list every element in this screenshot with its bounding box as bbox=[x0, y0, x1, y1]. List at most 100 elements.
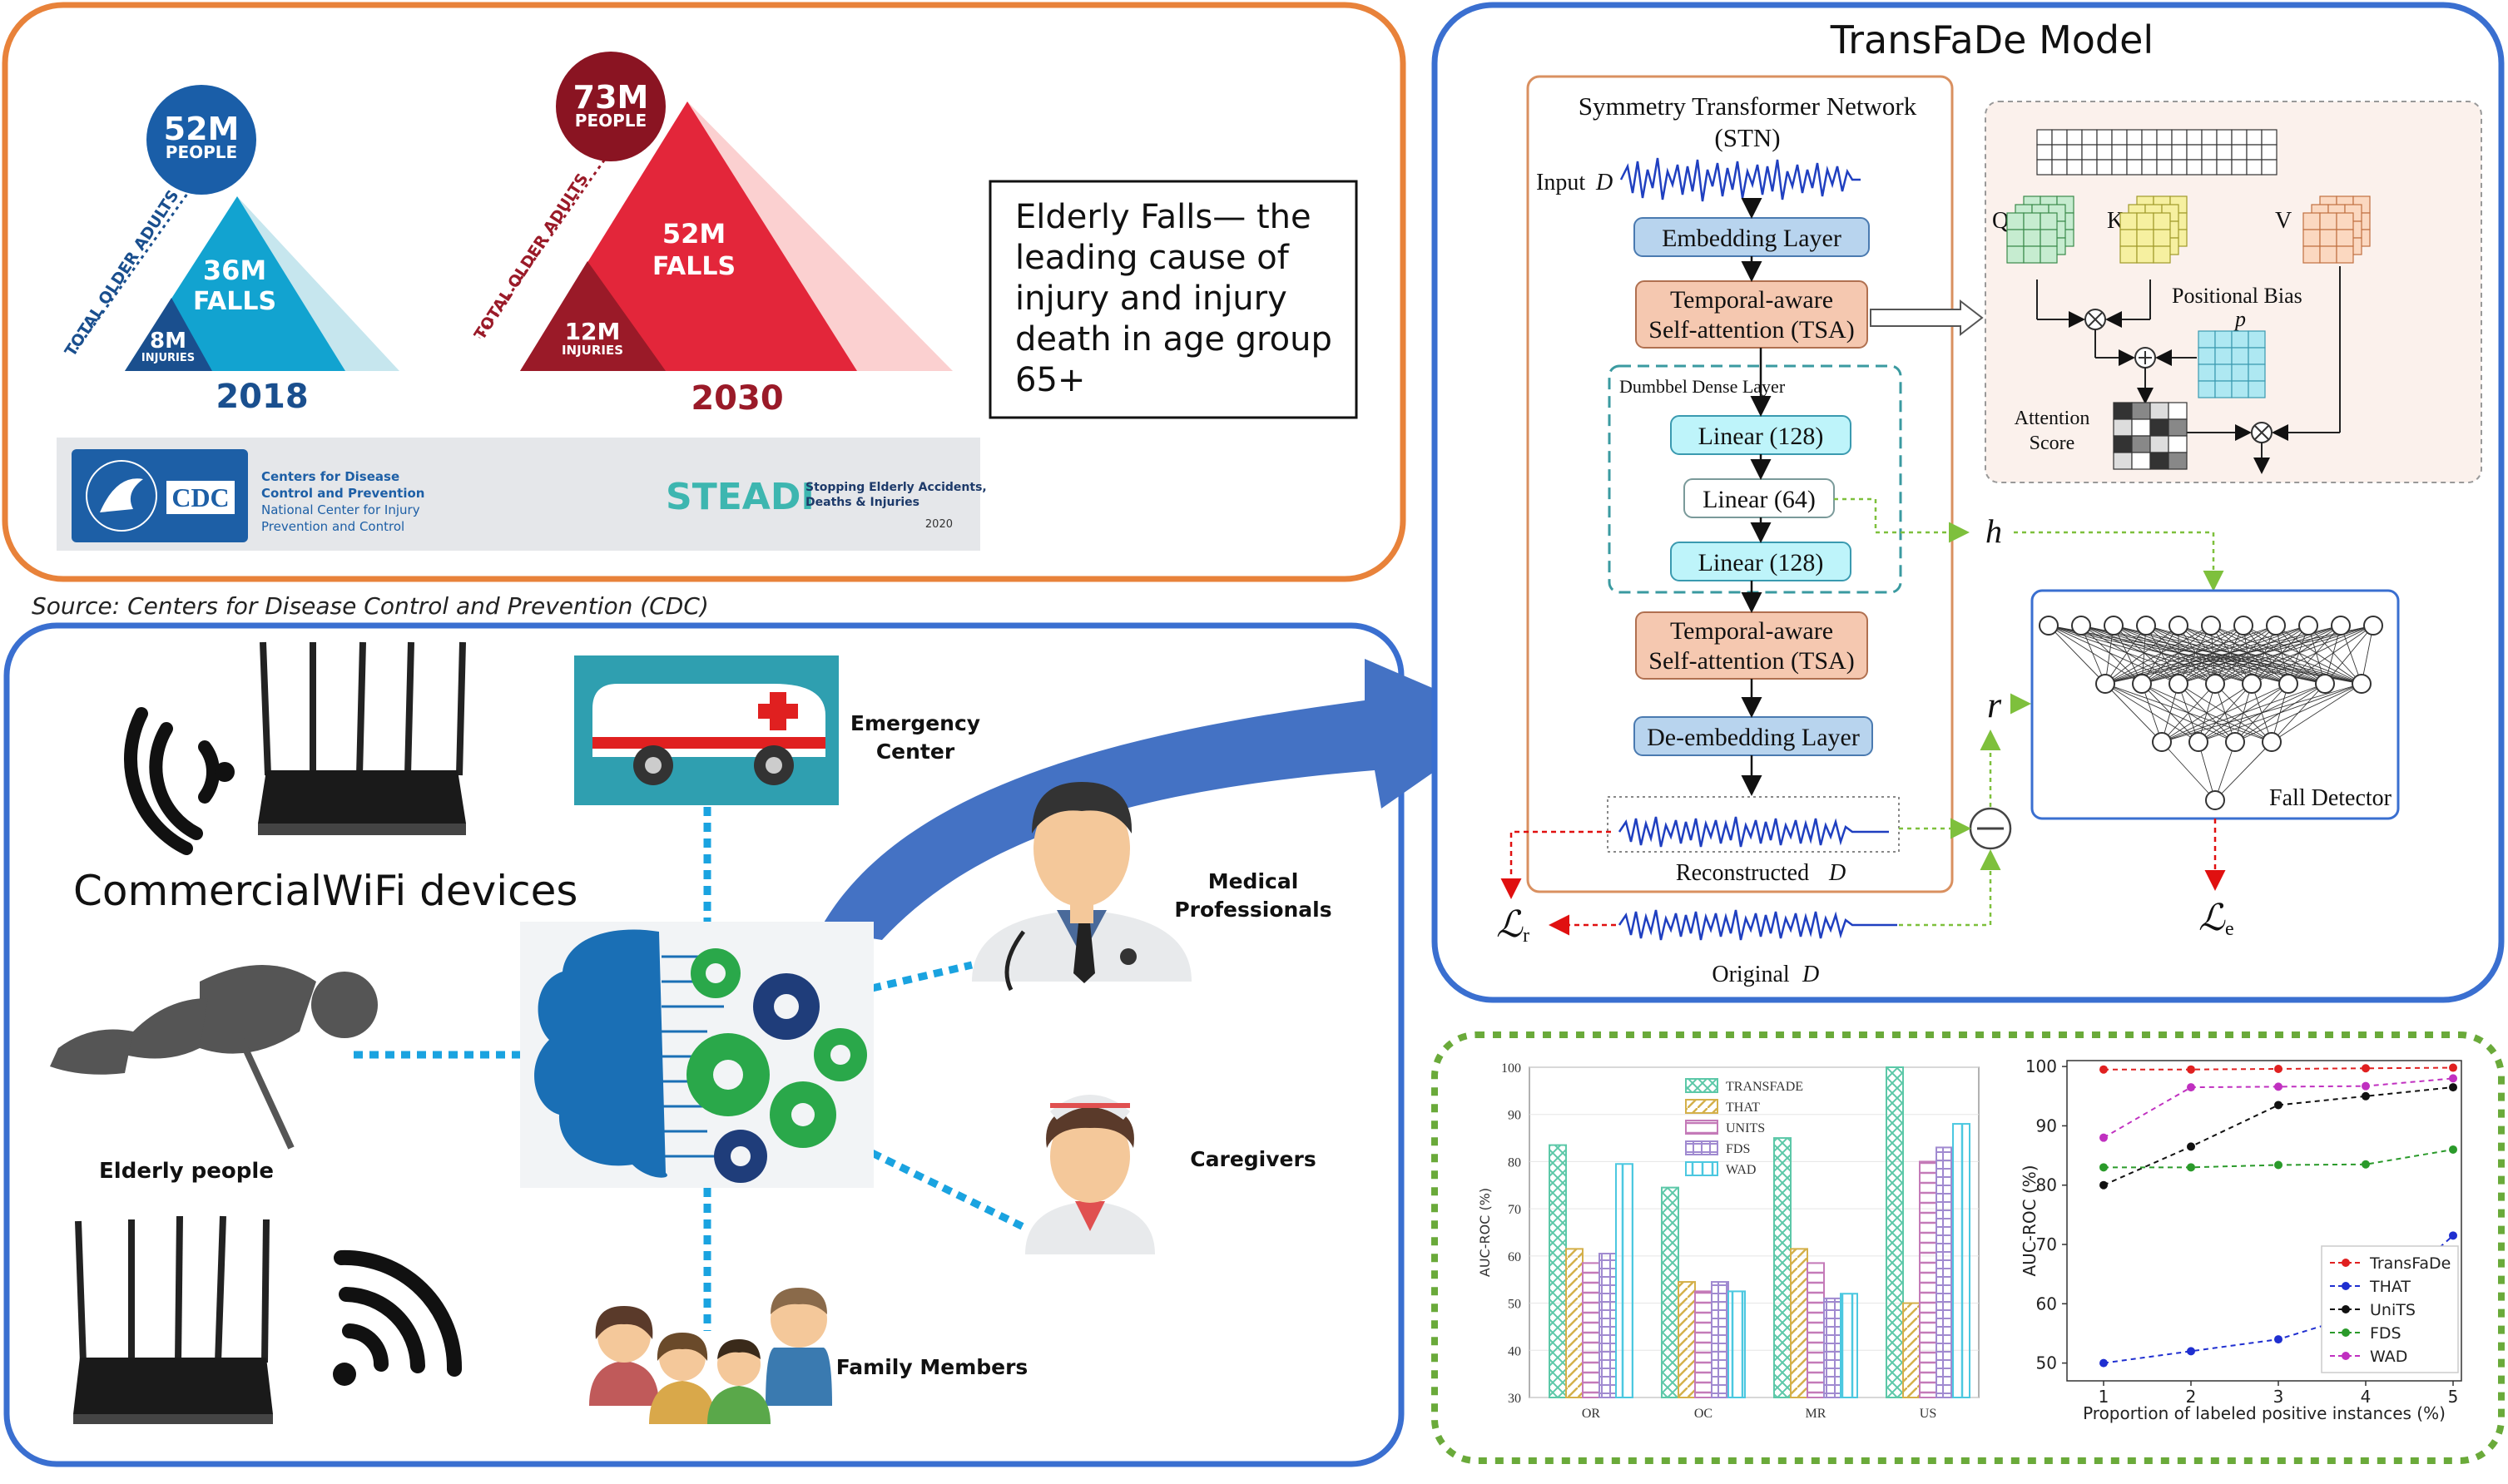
nn-node bbox=[2039, 616, 2059, 636]
reconstructed-label: Reconstructed bbox=[1676, 860, 1809, 886]
nn-edge bbox=[2287, 625, 2374, 685]
callout-line-1: Elderly Falls— the bbox=[1015, 198, 1311, 236]
callout-line-2: leading cause of bbox=[1015, 239, 1290, 277]
stn-title: Symmetry Transformer Network bbox=[1579, 92, 1917, 121]
callout-line-5: 65+ bbox=[1015, 361, 1085, 399]
y-tick-label: 80 bbox=[1508, 1155, 1521, 1170]
medical-label-1: Medical bbox=[1208, 869, 1299, 893]
router-icon-bottom bbox=[73, 1215, 273, 1424]
nn-edge bbox=[2141, 625, 2244, 685]
injuries-count-2018: 8M bbox=[150, 329, 186, 354]
nn-edge bbox=[2178, 625, 2216, 685]
data-point bbox=[2362, 1160, 2370, 1169]
people-unit-2030: PEOPLE bbox=[575, 111, 647, 131]
grid-cell bbox=[2111, 129, 2128, 146]
grid-cell bbox=[2141, 144, 2158, 161]
cdc-name-2: Control and Prevention bbox=[261, 486, 424, 501]
positional-bias-label: Positional Bias bbox=[2172, 284, 2302, 308]
h-symbol: h bbox=[1985, 512, 2002, 550]
matrix-cell bbox=[2153, 212, 2171, 230]
x-tick-label: US bbox=[1920, 1407, 1936, 1421]
nn-edge bbox=[2324, 625, 2342, 685]
nn-edge bbox=[2275, 625, 2326, 685]
positional-cell bbox=[2214, 364, 2233, 382]
nn-edge bbox=[2145, 625, 2179, 685]
nn-node bbox=[2278, 674, 2298, 694]
grid-cell bbox=[2081, 129, 2098, 146]
year-2018: 2018 bbox=[216, 378, 308, 416]
nn-edge bbox=[2145, 625, 2216, 685]
nn-node bbox=[2225, 732, 2245, 752]
legend-marker bbox=[2342, 1282, 2350, 1290]
model-title: TransFaDe Model bbox=[1830, 17, 2154, 62]
reconstructed-var: D bbox=[1828, 860, 1846, 886]
grid-cell bbox=[2186, 129, 2203, 146]
data-point bbox=[2274, 1160, 2282, 1170]
detail-arrow bbox=[1870, 299, 1984, 337]
nn-edge bbox=[2178, 625, 2244, 685]
fall-detector: Fall Detector ℒ e bbox=[2030, 589, 2400, 940]
grid-cell bbox=[2201, 129, 2218, 146]
attention-cell bbox=[2131, 452, 2151, 470]
cdc-banner: CDC Centers for Disease Control and Prev… bbox=[57, 438, 987, 551]
y-tick-label: 70 bbox=[2036, 1234, 2057, 1254]
data-point bbox=[2362, 1081, 2370, 1091]
nn-edge bbox=[2324, 625, 2374, 685]
medical-label-2: Professionals bbox=[1174, 898, 1331, 922]
grid-cell bbox=[2201, 159, 2218, 176]
callout-line-3: injury and injury bbox=[1015, 279, 1287, 318]
matrix-cell bbox=[2153, 229, 2171, 247]
data-point bbox=[2274, 1064, 2282, 1073]
original-label: Original bbox=[1712, 962, 1790, 987]
positional-cell bbox=[2198, 364, 2216, 382]
data-point bbox=[2449, 1063, 2457, 1072]
nn-node bbox=[2233, 616, 2253, 636]
grid-cell bbox=[2051, 129, 2068, 146]
matrix-cell bbox=[2119, 229, 2138, 247]
nn-edge bbox=[2141, 625, 2309, 685]
nn-edge bbox=[2080, 625, 2106, 685]
caregivers-label: Caregivers bbox=[1190, 1147, 1316, 1171]
grid-cell bbox=[2246, 159, 2263, 176]
matrix-cell bbox=[2023, 245, 2041, 264]
loss-r-symbol: ℒ bbox=[1496, 904, 1524, 945]
bar-transfade bbox=[1773, 1137, 1792, 1398]
legend-marker bbox=[2342, 1328, 2350, 1337]
matrix-cell bbox=[2336, 245, 2354, 264]
nn-node bbox=[2352, 674, 2372, 694]
matrix-cell bbox=[2319, 212, 2337, 230]
bar-transfade bbox=[1886, 1066, 1904, 1398]
linear1-label: Linear (128) bbox=[1698, 423, 1824, 450]
loss-e-sub: e bbox=[2225, 918, 2234, 940]
data-point bbox=[2099, 1163, 2108, 1172]
grid-cell bbox=[2126, 144, 2143, 161]
y-axis-label: AUC-ROC (%) bbox=[1477, 1188, 1493, 1277]
family-icon bbox=[589, 1288, 832, 1424]
family-label: Family Members bbox=[836, 1355, 1028, 1379]
nn-edge bbox=[2080, 625, 2179, 685]
nn-node bbox=[2315, 674, 2335, 694]
p-label: p bbox=[2233, 307, 2246, 331]
positional-cell bbox=[2214, 347, 2233, 365]
grid-cell bbox=[2141, 159, 2158, 176]
grid-cell bbox=[2216, 129, 2233, 146]
positional-cell bbox=[2198, 380, 2216, 398]
deembedding-label: De-embedding Layer bbox=[1647, 724, 1860, 751]
nn-node bbox=[2242, 674, 2262, 694]
grid-cell bbox=[2261, 144, 2278, 161]
nn-edge bbox=[2178, 625, 2326, 685]
nn-edge bbox=[2080, 625, 2362, 685]
people-count-2018: 52M bbox=[164, 111, 240, 147]
legend-label: UNITS bbox=[1726, 1121, 1765, 1135]
nn-edge bbox=[2287, 625, 2342, 685]
attention-cell bbox=[2113, 418, 2133, 437]
nn-edge bbox=[2161, 683, 2253, 743]
eagle-icon bbox=[100, 478, 143, 512]
nn-edge bbox=[2243, 625, 2289, 685]
original-signal bbox=[1618, 909, 1897, 941]
grid-cell bbox=[2096, 144, 2113, 161]
nn-node bbox=[2136, 616, 2156, 636]
cdc-logo-text: CDC bbox=[171, 482, 229, 512]
y-tick-label: 90 bbox=[1508, 1109, 1521, 1123]
grid-cell bbox=[2171, 144, 2188, 161]
